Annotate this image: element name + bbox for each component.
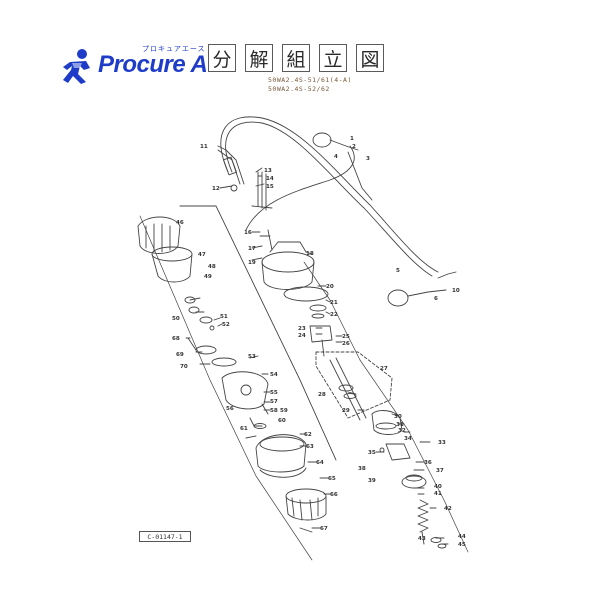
part-number-35: 35 [368,450,376,456]
part-number-63: 63 [306,444,314,450]
part-number-12: 12 [212,186,220,192]
part-number-13: 13 [264,168,272,174]
part-number-3: 3 [366,156,370,162]
part-number-2: 2 [352,144,356,150]
part-number-19: 19 [248,260,256,266]
part-number-25: 25 [342,334,350,340]
part-number-52: 52 [222,322,230,328]
part-number-58: 58 [270,408,278,414]
part-number-67: 67 [320,526,328,532]
part-number-61: 61 [240,426,248,432]
part-number-28: 28 [318,392,326,398]
part-number-50: 50 [172,316,180,322]
part-number-1: 1 [350,136,354,142]
part-number-31: 31 [396,422,404,428]
part-number-23: 23 [298,326,306,332]
part-number-47: 47 [198,252,206,258]
running-man-icon [63,49,90,84]
model-line-2: 50WA2.4S-52/62 [268,85,330,93]
cage-46 [137,216,181,254]
part-number-37: 37 [436,468,444,474]
brand-kana: プロキュアエース [142,45,206,53]
dashed-box-27 [315,351,393,419]
part-number-20: 20 [326,284,334,290]
title-char-4: 立 [319,44,347,72]
part-number-65: 65 [328,476,336,482]
part-number-32: 32 [398,428,406,434]
part-number-55: 55 [270,390,278,396]
part-number-51: 51 [220,314,228,320]
base-62 [255,434,307,473]
power-cable [220,116,439,273]
part-number-49: 49 [204,274,212,280]
part-number-18: 18 [306,251,314,257]
power-cable-inner [225,121,433,277]
part-number-16: 16 [244,230,252,236]
title-char-2: 解 [245,44,273,72]
part-number-14: 14 [266,176,274,182]
part-number-46: 46 [176,220,184,226]
drawing-code-label: C-01147-1 [139,531,191,542]
part-number-68: 68 [172,336,180,342]
title-char-3: 組 [282,44,310,72]
part-number-10: 10 [452,288,460,294]
part-number-59: 59 [280,408,288,414]
procure-a-logo: プロキュアエース Procure A [62,44,212,88]
part-number-11: 11 [200,144,208,150]
title-char-5: 図 [356,44,384,72]
part-number-40: 40 [434,484,442,490]
part-number-27: 27 [380,366,388,372]
part-number-29: 29 [342,408,350,414]
part-number-44: 44 [458,534,466,540]
part-number-34: 34 [404,436,412,442]
part-number-5: 5 [396,268,400,274]
part-number-42: 42 [444,506,452,512]
float-switch-lower [387,289,409,307]
part-number-64: 64 [316,460,324,466]
part-number-48: 48 [208,264,216,270]
part-number-56: 56 [226,406,234,412]
part-number-43: 43 [418,536,426,542]
part-number-39: 39 [368,478,376,484]
spring [417,499,429,533]
model-line-1: 50WA2.4S-51/61(4-A) [268,76,352,84]
part-number-24: 24 [298,333,306,339]
part-number-66: 66 [330,492,338,498]
part-number-54: 54 [270,372,278,378]
part-number-15: 15 [266,184,274,190]
title-char-1: 分 [208,44,236,72]
housing-47 [151,246,193,262]
part-number-30: 30 [394,414,402,420]
brand-name: Procure A [98,51,208,78]
part-number-69: 69 [176,352,184,358]
part-number-41: 41 [434,491,442,497]
part-number-57: 57 [270,399,278,405]
o-ring-20 [283,286,329,302]
part-number-4: 4 [334,154,338,160]
part-number-53: 53 [248,354,256,360]
part-number-26: 26 [342,341,350,347]
part-number-33: 33 [438,440,446,446]
part-number-6: 6 [434,296,438,302]
part-number-70: 70 [180,364,188,370]
part-number-38: 38 [358,466,366,472]
part-number-21: 21 [330,300,338,306]
pump-casing-54 [221,371,269,410]
float-switch-cable [245,145,355,231]
part-number-36: 36 [424,460,432,466]
page-title: 分 解 組 立 図 [208,44,386,72]
part-number-22: 22 [330,312,338,318]
part-number-62: 62 [304,432,312,438]
part-number-17: 17 [248,246,256,252]
part-number-60: 60 [278,418,286,424]
part-number-45: 45 [458,542,466,548]
float-switch-upper [312,132,332,148]
